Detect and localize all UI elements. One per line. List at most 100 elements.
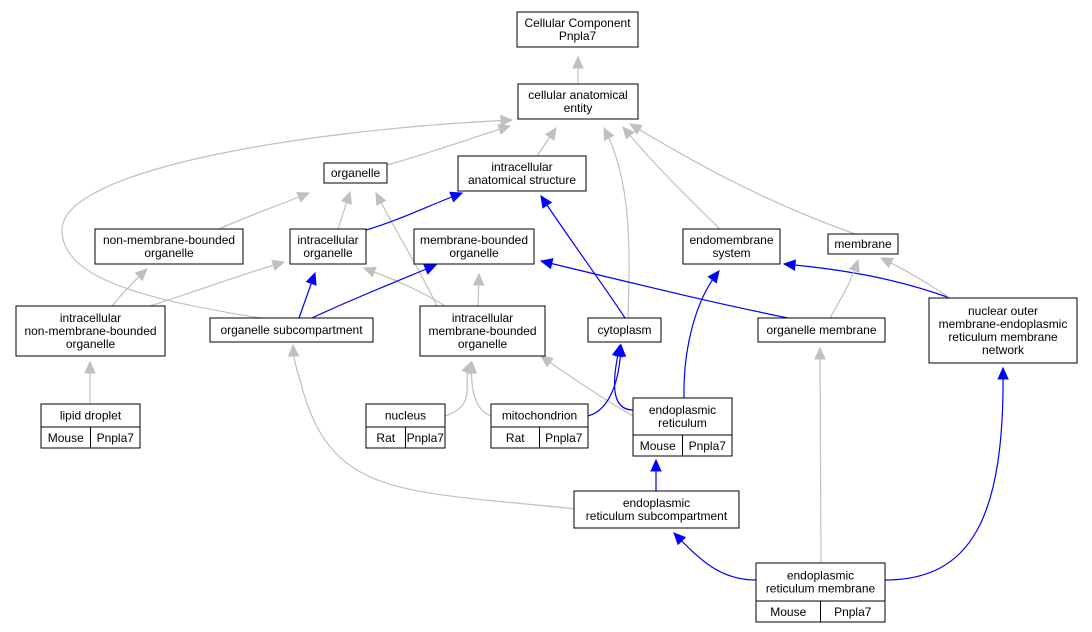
arrowhead-icon xyxy=(271,259,286,271)
node-membrane[interactable]: membrane xyxy=(827,233,899,255)
node-box xyxy=(209,317,374,343)
cell-label: Rat xyxy=(376,431,395,445)
species-cell-rat: Rat xyxy=(490,426,540,449)
arrowhead-icon xyxy=(296,191,311,203)
node-box xyxy=(457,155,587,192)
cell-box xyxy=(90,426,141,449)
node-label-line: organelle membrane xyxy=(766,323,876,337)
edge-line xyxy=(884,367,1004,581)
edge-line xyxy=(683,270,720,399)
node-box xyxy=(827,233,899,255)
edge-er-to-imbo xyxy=(540,355,634,417)
cell-label: Rat xyxy=(506,431,525,445)
node-label-line: organelle xyxy=(331,166,381,180)
edge-omem-to-membrane xyxy=(829,258,860,319)
arrowhead-icon xyxy=(611,343,624,358)
arrowhead-icon xyxy=(673,532,687,546)
edge-organelle-to-cae xyxy=(386,123,512,166)
node-box xyxy=(928,297,1078,364)
node-label-line: nucleus xyxy=(385,409,426,423)
arrowhead-icon xyxy=(997,366,1009,380)
edge-line xyxy=(880,257,951,299)
species-cell-rat: Pnpla7 xyxy=(539,426,589,449)
edge-inmbo-to-nmbo xyxy=(111,268,148,307)
edge-nmbo-to-organelle xyxy=(218,191,311,230)
edge-line xyxy=(629,123,856,235)
edge-imbo-to-io xyxy=(362,266,446,307)
node-label-line: non-membrane-bounded xyxy=(24,324,156,338)
node-label-line: reticulum membrane xyxy=(766,582,876,596)
node-label-line: membrane-bounded xyxy=(420,233,528,247)
node-label-line: membrane-bounded xyxy=(428,324,536,338)
edge-imbo-to-organelle xyxy=(375,191,438,307)
node-label-line: network xyxy=(982,343,1025,357)
cell-label: Pnpla7 xyxy=(97,431,135,445)
edge-cytoplasm-to-cae xyxy=(603,126,630,319)
node-osub[interactable]: organelle subcompartment xyxy=(209,317,374,343)
node-label-line: organelle subcompartment xyxy=(220,323,363,337)
edge-osub-to-mbo xyxy=(311,264,438,319)
edge-erm-to-omem xyxy=(814,346,826,564)
node-inmbo[interactable]: intracellularnon-membrane-boundedorganel… xyxy=(15,305,166,357)
edge-omem-to-mbo xyxy=(539,258,789,319)
edge-line xyxy=(673,532,757,581)
node-omem[interactable]: organelle membrane xyxy=(757,317,886,343)
node-box xyxy=(517,83,639,120)
node-nuclear[interactable]: nuclear outermembrane-endoplasmicreticul… xyxy=(928,297,1078,364)
node-label-line: intracellular xyxy=(452,311,513,325)
cell-label: Pnpla7 xyxy=(407,431,445,445)
node-box xyxy=(573,490,740,529)
arrowhead-icon xyxy=(423,264,438,275)
cell-label: Mouse xyxy=(48,431,84,445)
edge-lipid-to-inmbo xyxy=(84,360,96,404)
edge-ersub-to-osub xyxy=(287,343,587,511)
node-cytoplasm[interactable]: cytoplasm xyxy=(587,317,662,343)
arrowhead-icon xyxy=(375,191,387,206)
species-cell-mouse: Mouse xyxy=(632,434,683,457)
arrowhead-icon xyxy=(449,191,464,203)
edge-layer xyxy=(61,55,1009,581)
node-label-line: reticulum xyxy=(658,416,707,430)
edge-osub-to-cae xyxy=(61,114,514,319)
node-box xyxy=(516,11,639,48)
cell-label: Pnpla7 xyxy=(834,605,872,619)
node-label-line: membrane-endoplasmic xyxy=(939,317,1068,331)
edge-line xyxy=(819,347,822,564)
arrowhead-icon xyxy=(465,360,478,374)
node-label-line: organelle xyxy=(458,337,508,351)
arrowhead-icon xyxy=(305,271,317,286)
node-label-line: organelle xyxy=(144,246,194,260)
edge-endosys-to-cae xyxy=(622,126,721,230)
arrowhead-icon xyxy=(84,360,96,374)
node-organelle[interactable]: organelle xyxy=(323,162,388,184)
edge-erm-to-ersub xyxy=(673,532,757,581)
edge-ersub-to-er xyxy=(650,458,662,491)
node-box xyxy=(632,397,733,436)
edge-line xyxy=(61,119,513,319)
arrowhead-icon xyxy=(572,55,584,69)
edge-erm-to-nuclear xyxy=(884,366,1009,581)
cell-box xyxy=(820,600,886,623)
edge-line xyxy=(311,264,437,319)
edge-ias-to-cae xyxy=(536,127,557,157)
arrowhead-icon xyxy=(782,259,796,271)
node-label-line: Pnpla7 xyxy=(559,29,597,43)
node-box xyxy=(757,317,886,343)
node-label-line: endoplasmic xyxy=(787,569,854,583)
